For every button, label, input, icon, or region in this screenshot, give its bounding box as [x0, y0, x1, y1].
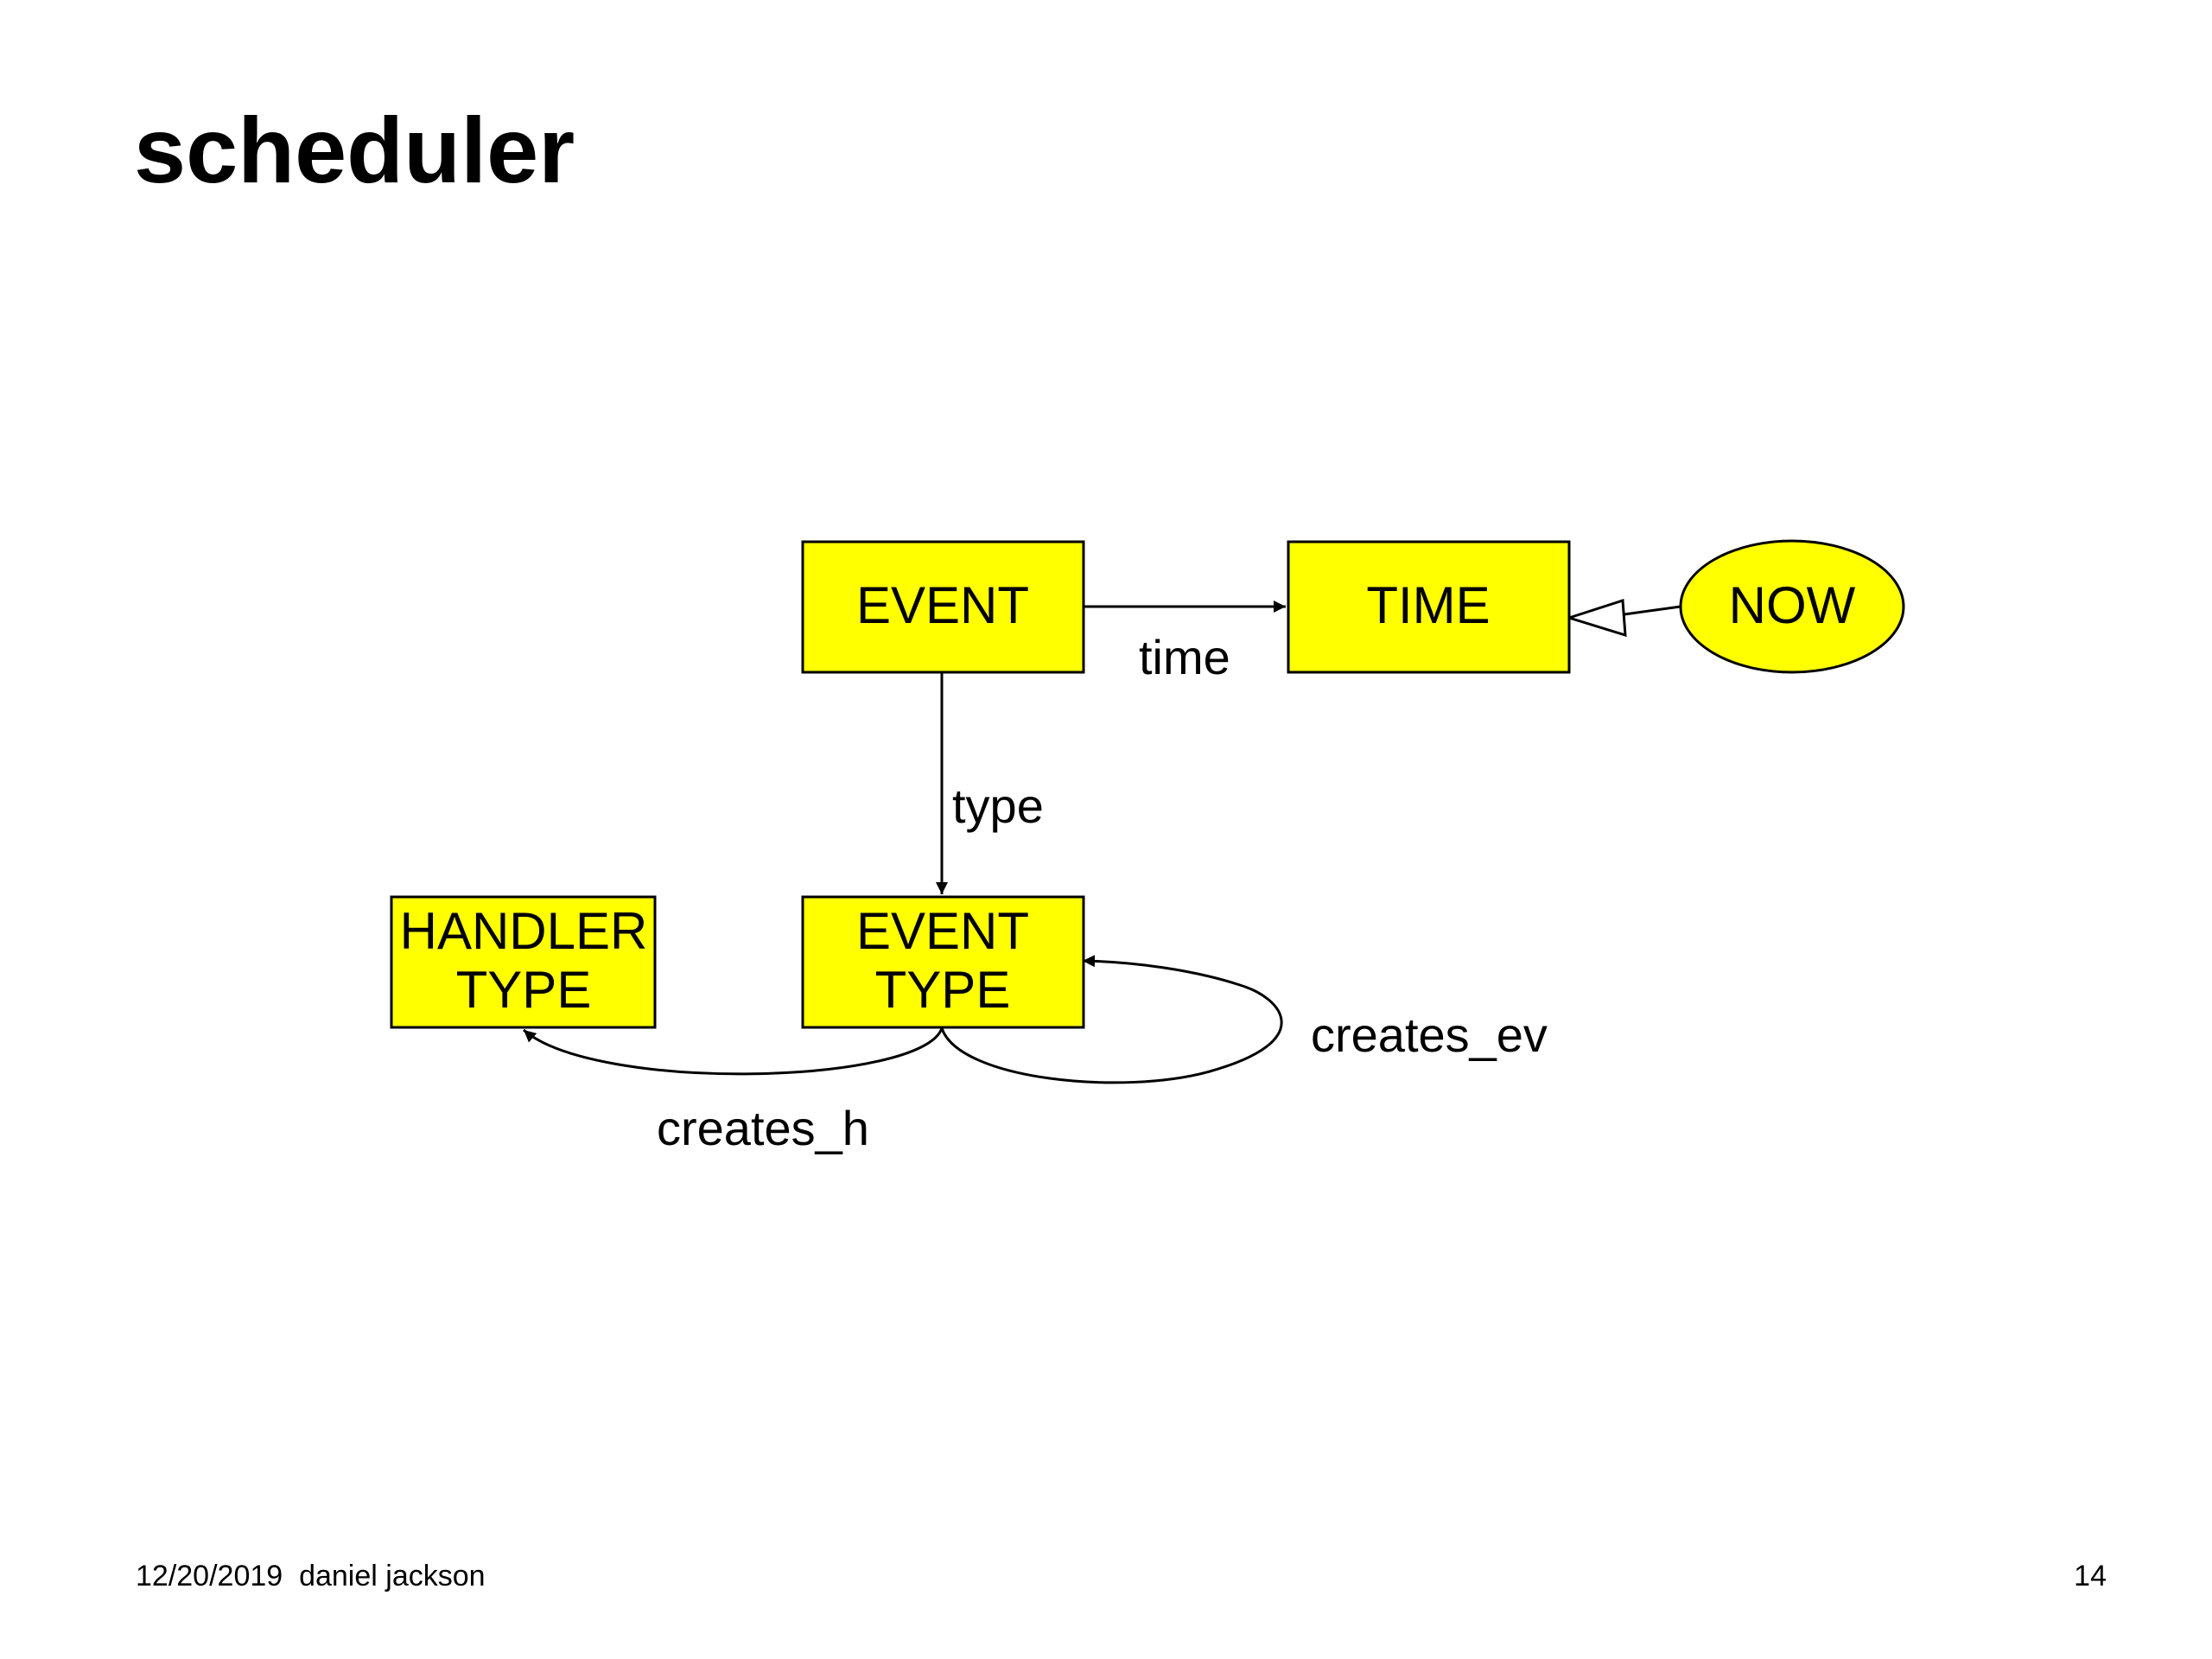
node-handler-type: HANDLER TYPE — [390, 895, 657, 1029]
node-event-type-line2: TYPE — [875, 961, 1011, 1019]
footer-author: daniel jackson — [299, 1560, 486, 1592]
node-now: NOW — [1679, 539, 1905, 674]
node-now-label: NOW — [1729, 576, 1856, 634]
node-handler-type-line2: TYPE — [456, 961, 592, 1019]
node-time-label: TIME — [1366, 576, 1490, 634]
node-handler-type-line1: HANDLER — [400, 902, 648, 960]
node-event-type: EVENT TYPE — [801, 895, 1085, 1029]
edge-label-creates-h: creates_h — [657, 1101, 869, 1155]
footer-left: 12/20/2019 daniel jackson — [136, 1560, 486, 1593]
edge-now-subset — [1624, 605, 1681, 616]
node-event: EVENT — [801, 540, 1085, 674]
hollow-triangle-arrowhead — [1565, 598, 1627, 638]
footer-date: 12/20/2019 — [136, 1560, 283, 1592]
edge-label-creates-ev: creates_ev — [1311, 1007, 1548, 1062]
edge-label-type: type — [952, 779, 1044, 833]
edge-label-time: time — [1139, 630, 1230, 684]
edge-creates-ev — [940, 955, 1283, 1084]
node-event-type-line1: EVENT — [856, 902, 1029, 960]
node-time: TIME — [1287, 540, 1571, 674]
node-event-label: EVENT — [856, 576, 1029, 634]
page-number: 14 — [2074, 1560, 2107, 1592]
slide-title: scheduler — [134, 98, 575, 202]
edge-creates-h — [523, 1027, 944, 1076]
